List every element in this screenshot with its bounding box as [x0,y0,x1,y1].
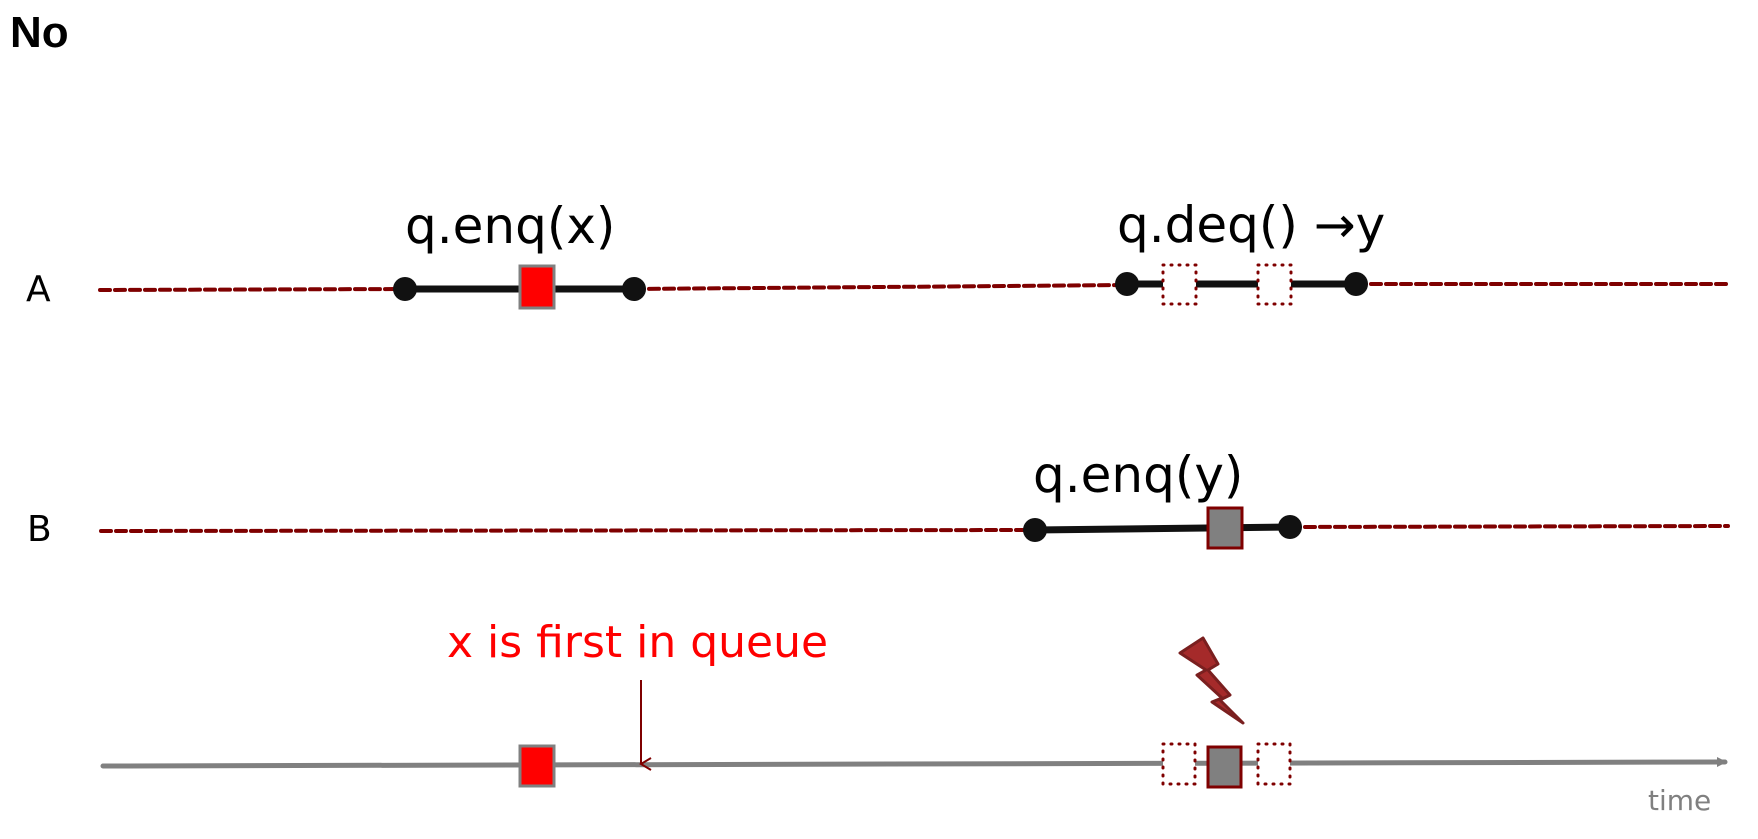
linearization-point-enq-x [518,264,556,310]
thread-b-label: B [27,509,52,550]
timeline-candidate-deq [1256,742,1292,786]
time-axis-label: time [1648,784,1711,817]
candidate-linearization-point-deq [1256,263,1293,306]
invocation-dot [393,277,417,301]
response-dot [1278,515,1302,539]
response-dot [1344,272,1368,296]
response-dot [622,277,646,301]
interval-enq-y [1034,523,1291,534]
candidate-linearization-point-deq [1161,263,1198,306]
thread-a-idle-line [98,287,407,292]
op-label-enq-x: q.enq(x) [405,197,615,255]
timeline-candidate-deq [1161,742,1197,786]
time-axis-arrow [100,757,1728,769]
linearization-point-enq-y [1206,506,1244,550]
timeline-event-enq-y [1206,745,1243,789]
invocation-dot [1023,518,1047,542]
op-label-deq: q.deq() →y [1117,196,1385,254]
thread-a-idle-line [632,283,1129,291]
thread-b-idle-line [1288,524,1730,529]
op-label-enq-y: q.enq(y) [1033,446,1243,504]
thread-b-idle-line [99,528,1037,533]
slide-title: No [10,8,69,57]
invocation-dot [1115,272,1139,296]
lightning-bolt-icon [1178,636,1245,725]
timeline-event-enq-x [518,744,556,788]
thread-a-label: A [26,269,51,310]
annotation-x-first: x is first in queue [447,617,828,668]
